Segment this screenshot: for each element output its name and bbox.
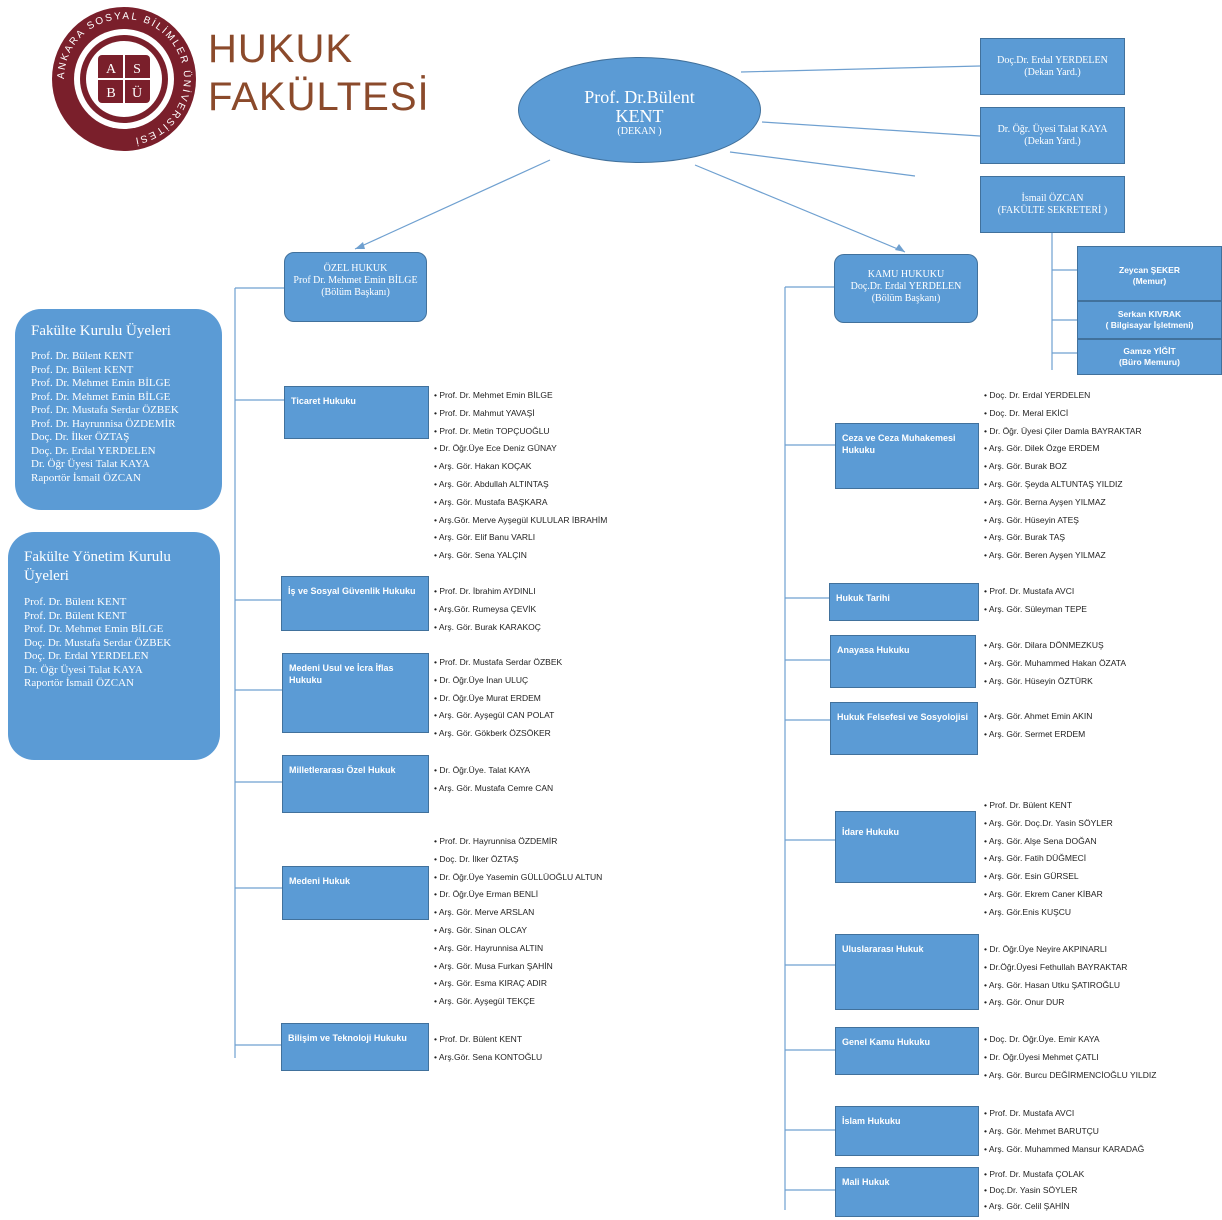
dept-ticaret: Ticaret Hukuku [284,386,429,439]
faculty-council-panel: Fakülte Kurulu Üyeleri Prof. Dr. Bülent … [15,309,222,510]
staff-list-ceza: Doç. Dr. Erdal YERDELENDoç. Dr. Meral EK… [984,387,1142,565]
staff-box-2: Serkan KIVRAK( Bilgisayar İşletmeni) [1077,301,1222,339]
staff-list-mali: Prof. Dr. Mustafa ÇOLAKDoç.Dr. Yasin SÖY… [984,1166,1084,1214]
seal-letter-b: B [106,86,115,101]
staff-list-anayasa: Arş. Gör. Dilara DÖNMEZKUŞArş. Gör. Muha… [984,637,1126,690]
vice-dean-2-box: Dr. Öğr. Üyesi Talat KAYA(Dekan Yard.) [980,107,1125,164]
staff-list-bilisim: Prof. Dr. Bülent KENTArş.Gör. Sena KONTO… [434,1031,542,1067]
dept-bilisim: Bilişim ve Teknoloji Hukuku [281,1023,429,1071]
staff-list-genel-kamu: Doç. Dr. Öğr.Üye. Emir KAYADr. Öğr.Üyesi… [984,1031,1157,1084]
dept-felsefe: Hukuk Felsefesi ve Sosyolojisi [830,702,978,755]
dept-hukuk-tarihi: Hukuk Tarihi [829,583,979,621]
executive-board-panel: Fakülte Yönetim Kurulu Üyeleri Prof. Dr.… [8,532,220,760]
staff-list-hukuk-tarihi: Prof. Dr. Mustafa AVCIArş. Gör. Süleyman… [984,583,1087,619]
staff-list-uluslararasi: Dr. Öğr.Üye Neyire AKPINARLIDr.Öğr.Üyesi… [984,941,1128,1012]
seal-letter-a: A [106,62,117,77]
staff-list-islam: Prof. Dr. Mustafa AVCIArş. Gör. Mehmet B… [984,1105,1144,1158]
dean-name-1: Prof. Dr.Bülent [584,87,695,107]
staff-list-felsefe: Arş. Gör. Ahmet Emin AKINArş. Gör. Serme… [984,708,1092,744]
dept-ceza: Ceza ve Ceza Muhakemesi Hukuku [835,423,979,489]
faculty-title: HUKUK FAKÜLTESİ [208,27,430,119]
dept-mali: Mali Hukuk [835,1167,979,1217]
dept-medeni-usul: Medeni Usul ve İcra İflas Hukuku [282,653,429,733]
vice-dean-1-box: Doç.Dr. Erdal YERDELEN(Dekan Yard.) [980,38,1125,95]
dept-medeni: Medeni Hukuk [282,866,429,920]
seal-letter-s: S [133,62,141,77]
university-seal: A S B Ü ANKARA SOSYAL BİLİMLER ÜNİVERSİT… [50,5,198,153]
dept-islam: İslam Hukuku [835,1106,979,1156]
staff-box-3: Gamze YİĞİT(Büro Memuru) [1077,339,1222,375]
dean-node: Prof. Dr.Bülent KENT (DEKAN ) [518,57,761,163]
staff-list-medeni-usul: Prof. Dr. Mustafa Serdar ÖZBEKDr. Öğr.Üy… [434,654,562,743]
staff-list-idare: Prof. Dr. Bülent KENTArş. Gör. Doç.Dr. Y… [984,797,1113,922]
dept-idare: İdare Hukuku [835,811,976,883]
dept-is-sosyal: İş ve Sosyal Güvenlik Hukuku [281,576,429,631]
dean-role: (DEKAN ) [617,126,662,137]
staff-box-1: Zeycan ŞEKER(Memur) [1077,246,1222,301]
seal-letter-u: Ü [132,84,142,101]
executive-board-title: Fakülte Yönetim Kurulu Üyeleri [24,549,171,584]
staff-list-is-sosyal: Prof. Dr. İbrahim AYDINLIArş.Gör. Rumeys… [434,583,541,636]
dept-uluslararasi: Uluslararası Hukuk [835,934,979,1010]
dean-name-2: KENT [615,106,664,126]
faculty-council-title: Fakülte Kurulu Üyeleri [31,323,171,339]
faculty-secretary-box: İsmail ÖZCAN(FAKÜLTE SEKRETERİ ) [980,176,1125,233]
staff-list-milletlerarasi: Dr. Öğr.Üye. Talat KAYAArş. Gör. Mustafa… [434,762,553,798]
dept-milletlerarasi: Milletlerarası Özel Hukuk [282,755,429,813]
dept-anayasa: Anayasa Hukuku [830,635,976,688]
dept-genel-kamu: Genel Kamu Hukuku [835,1027,979,1075]
